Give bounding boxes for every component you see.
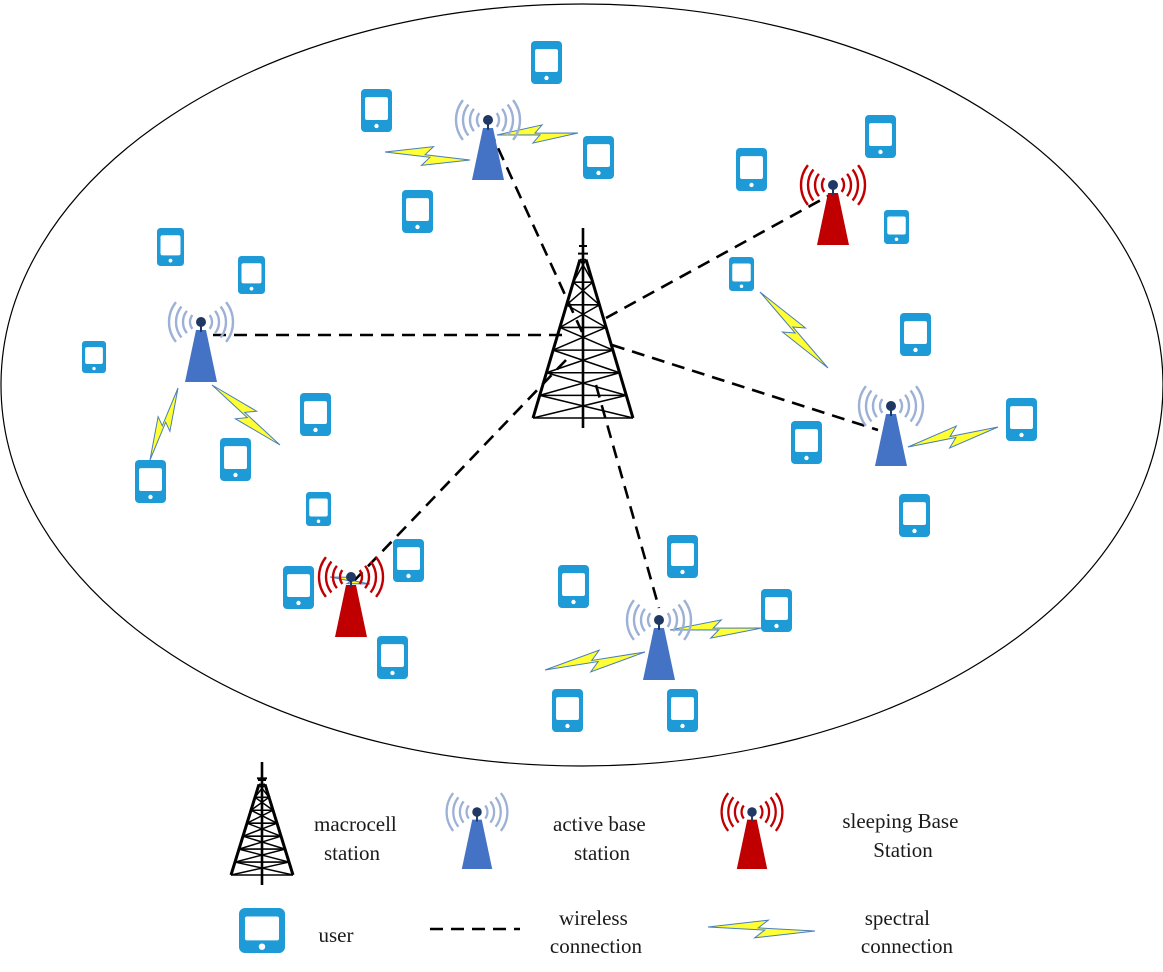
- spectral-link-1: [384, 145, 471, 167]
- wireless-link-bs-lower-left: [349, 359, 567, 586]
- user-phone-19: [306, 492, 331, 526]
- user-phone-20: [393, 539, 424, 582]
- user-phone-4: [402, 190, 433, 233]
- legend-user-label: user: [319, 923, 354, 947]
- wireless-link-bs-top: [486, 125, 584, 333]
- legend-sleeping-icon: [720, 792, 784, 869]
- user-phone-14: [135, 460, 166, 503]
- user-phone-17: [1006, 398, 1037, 441]
- user-phone-8: [729, 257, 754, 291]
- user-phone-16: [791, 421, 822, 464]
- legend-sleeping-label: sleeping Base Station: [842, 809, 963, 862]
- base-station-bs-left-active-icon: [167, 301, 235, 382]
- user-phone-6: [736, 148, 767, 191]
- legend-macro-label: macrocell station: [314, 812, 402, 865]
- legend: macrocell station active base station sl…: [229, 762, 963, 958]
- user-phone-9: [157, 228, 184, 266]
- user-phone-11: [82, 341, 106, 373]
- base-station-bs-right-active-icon: [857, 385, 925, 466]
- user-phone-3: [583, 136, 614, 179]
- user-phone-23: [558, 565, 589, 608]
- user-phone-26: [552, 689, 583, 732]
- base-station-bs-top-active-icon: [454, 99, 522, 180]
- coverage-layer: [0, 3, 1163, 767]
- wireless-link-bs-right: [611, 343, 879, 432]
- legend-phone-icon: [239, 908, 285, 953]
- legend-antenna-sleeping-icon: [720, 792, 784, 869]
- user-phone-7: [884, 210, 909, 244]
- spectral-links: [149, 124, 999, 673]
- wireless-links: [201, 125, 879, 609]
- legend-macro-icon: [229, 762, 295, 885]
- spectral-link-4: [149, 387, 179, 461]
- spectral-link-2: [496, 124, 579, 144]
- user-phone-25: [761, 589, 792, 632]
- base-stations: [167, 99, 925, 680]
- user-phone-15: [900, 313, 931, 356]
- spectral-link-3: [759, 291, 829, 369]
- user-phone-2: [361, 89, 392, 132]
- spectral-link-5: [211, 384, 281, 446]
- user-phone-22: [377, 636, 408, 679]
- user-phone-1: [531, 41, 562, 84]
- user-phone-10: [238, 256, 265, 294]
- legend-wireless-label: wireless connection: [550, 906, 643, 958]
- legend-spectral-label: spectral connection: [861, 906, 954, 958]
- user-phone-18: [899, 494, 930, 537]
- legend-lightning-bolt-icon: [707, 919, 816, 939]
- base-station-bs-bottom-active-icon: [625, 599, 693, 680]
- legend-tower-icon: [229, 762, 295, 885]
- legend-user-icon: [239, 908, 285, 953]
- macrocell-tower-icon: [531, 228, 635, 428]
- base-station-bs-upper-right-sleeping-icon: [799, 164, 867, 245]
- users: [82, 41, 1037, 732]
- user-phone-12: [300, 393, 331, 436]
- spectral-link-6: [907, 425, 999, 449]
- base-station-bs-lower-left-sleeping-icon: [317, 556, 385, 637]
- macrocell-station: [531, 228, 635, 428]
- legend-active-label: active base station: [553, 812, 651, 865]
- legend-spectral-bolt: [707, 919, 816, 939]
- legend-active-icon: [445, 792, 509, 869]
- user-phone-24: [667, 535, 698, 578]
- coverage-area-ellipse: [0, 3, 1163, 767]
- legend-antenna-active-icon: [445, 792, 509, 869]
- user-phone-27: [667, 689, 698, 732]
- user-phone-21: [283, 566, 314, 609]
- user-phone-13: [220, 438, 251, 481]
- user-phone-5: [865, 115, 896, 158]
- wireless-link-bs-upper-right: [605, 193, 831, 320]
- spectral-link-7: [544, 649, 646, 673]
- wireless-link-bs-bottom: [594, 384, 661, 609]
